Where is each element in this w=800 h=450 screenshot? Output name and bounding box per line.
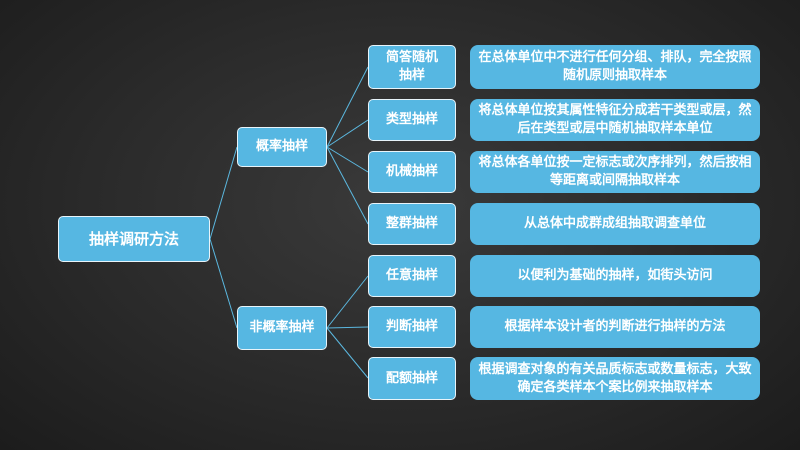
method-desc: 以便利为基础的抽样，如街头访问: [470, 255, 760, 297]
method-desc: 从总体中成群成组抽取调查单位: [470, 203, 760, 245]
method-node: 类型抽样: [368, 99, 456, 141]
method-desc: 将总体单位按其属性特征分成若干类型或层，然后在类型或层中随机抽取样本单位: [470, 99, 760, 141]
method-node: 判断抽样: [368, 306, 456, 348]
method-desc: 将总体各单位按一定标志或次序排列，然后按相等距离或间隔抽取样本: [470, 151, 760, 193]
group-probability-sampling: 概率抽样: [237, 127, 327, 167]
method-node: 配额抽样: [368, 357, 456, 400]
root-node: 抽样调研方法: [58, 216, 210, 262]
method-desc: 根据调查对象的有关品质标志或数量标志，大致确定各类样本个案比例来抽取样本: [470, 357, 760, 400]
method-desc: 在总体单位中不进行任何分组、排队，完全按照随机原则抽取样本: [470, 45, 760, 89]
method-node: 机械抽样: [368, 151, 456, 193]
group-nonprobability-sampling: 非概率抽样: [237, 306, 327, 350]
method-node: 简答随机抽样: [368, 45, 456, 89]
method-desc: 根据样本设计者的判断进行抽样的方法: [470, 306, 760, 348]
method-node: 整群抽样: [368, 203, 456, 245]
method-node: 任意抽样: [368, 255, 456, 297]
